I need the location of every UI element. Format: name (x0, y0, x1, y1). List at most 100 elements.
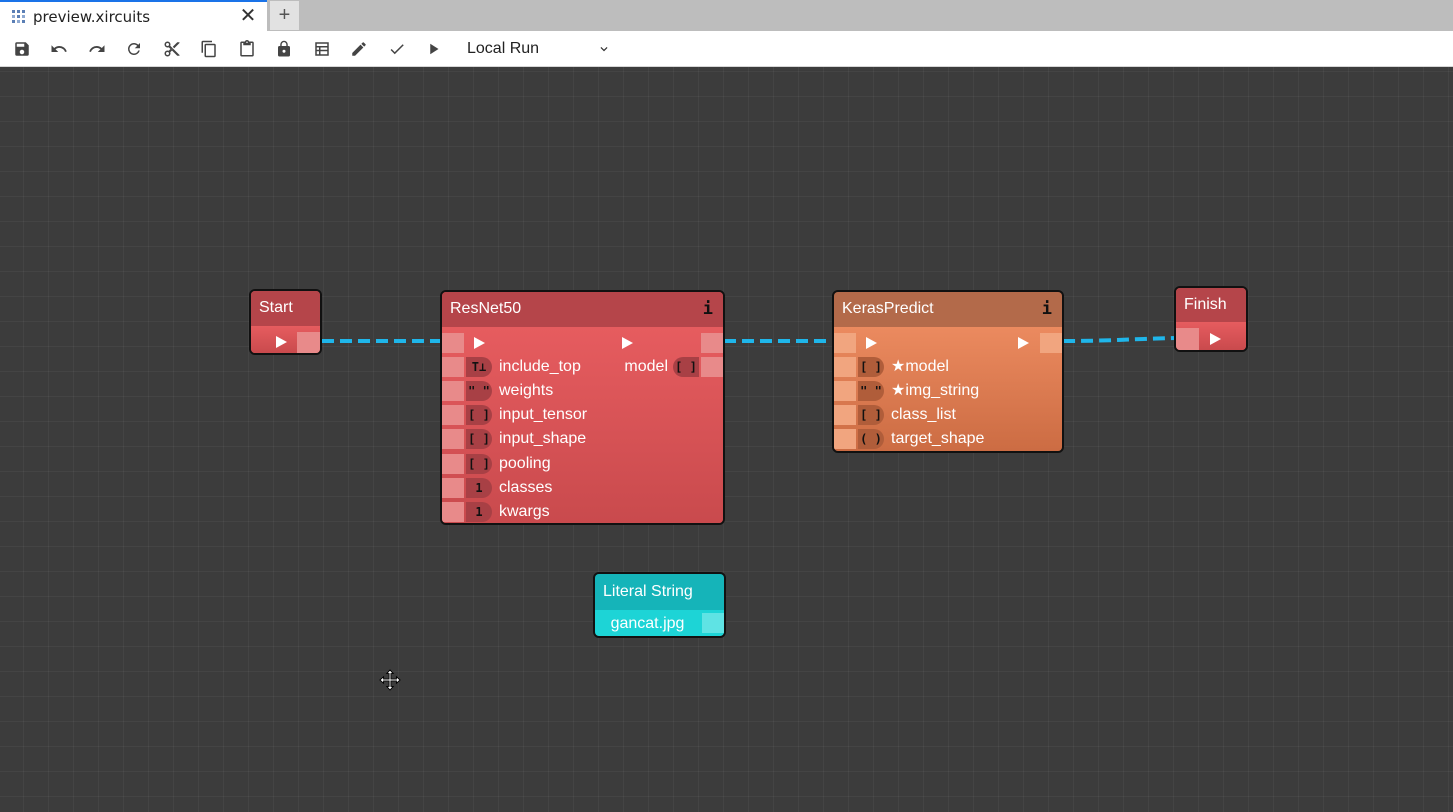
move-cursor-icon (379, 669, 401, 691)
literal-out-port[interactable] (702, 613, 724, 633)
list-type-icon: [ ] (673, 357, 699, 377)
finish-in-port[interactable] (1176, 328, 1199, 350)
start-out-port[interactable] (297, 332, 320, 353)
literal-string-node[interactable]: Literal String gancat.jpg (593, 572, 726, 638)
list-type-icon: [ ] (858, 405, 884, 425)
info-icon[interactable]: i (1041, 299, 1052, 319)
in-port[interactable] (442, 502, 464, 522)
model-out-port[interactable] (701, 357, 723, 377)
tuple-type-icon: ( ) (858, 429, 884, 449)
number-type-icon: 1 (466, 502, 492, 522)
in-port[interactable] (442, 454, 464, 474)
in-port[interactable] (442, 405, 464, 425)
port-label: ★model (891, 358, 949, 375)
out-flow-port[interactable] (1040, 333, 1062, 353)
copy-button[interactable] (198, 39, 220, 59)
in-port[interactable] (834, 405, 856, 425)
copy-icon (201, 40, 216, 58)
boolean-type-icon: T⊥ (466, 357, 492, 377)
run-button[interactable] (423, 39, 445, 59)
play-icon (276, 336, 287, 348)
port-row: " " ★img_string (834, 379, 1062, 403)
play-icon (1018, 337, 1029, 349)
port-label: target_shape (891, 430, 985, 447)
add-tab-button[interactable]: + (270, 1, 299, 30)
tab-preview-xircuits[interactable]: preview.xircuits ✕ (0, 0, 267, 31)
workflow-canvas[interactable]: Start ResNet50 i T⊥ include_top model [ … (0, 67, 1453, 812)
cut-button[interactable] (161, 39, 183, 59)
save-icon (15, 42, 29, 56)
close-icon[interactable]: ✕ (239, 5, 257, 27)
keraspredict-node[interactable]: KerasPredict i [ ] ★model " " ★img_strin… (832, 290, 1064, 453)
check-icon (390, 44, 404, 55)
play-icon (430, 43, 439, 55)
start-node[interactable]: Start (249, 289, 322, 355)
port-label: pooling (499, 455, 551, 472)
flow-row (834, 331, 1062, 355)
in-port[interactable] (834, 357, 856, 377)
cut-icon (164, 41, 180, 57)
port-label: weights (499, 382, 554, 399)
port-label: kwargs (499, 503, 550, 520)
in-port[interactable] (442, 429, 464, 449)
port-row: T⊥ include_top model [ ] (442, 355, 723, 379)
undo-button[interactable] (48, 39, 70, 59)
links-layer (322, 336, 1177, 343)
node-title: Start (251, 291, 320, 326)
paste-button[interactable] (236, 39, 258, 59)
in-port[interactable] (442, 381, 464, 401)
port-row: [ ] pooling (442, 452, 723, 476)
output-label: model (624, 358, 668, 375)
toolbar: Local Run (0, 31, 1453, 67)
node-title: Literal String (595, 574, 724, 610)
out-flow-port[interactable] (701, 333, 723, 353)
info-icon[interactable]: i (702, 299, 713, 319)
port-row: [ ] input_shape (442, 427, 723, 451)
finish-node[interactable]: Finish (1174, 286, 1248, 352)
log-button[interactable] (311, 39, 333, 59)
port-row: [ ] input_tensor (442, 403, 723, 427)
play-icon (474, 337, 485, 349)
port-row: [ ] class_list (834, 403, 1062, 427)
edit-button[interactable] (348, 39, 370, 59)
in-port[interactable] (834, 381, 856, 401)
port-label: ★img_string (891, 382, 980, 399)
undo-icon (51, 45, 67, 52)
reload-button[interactable] (123, 39, 145, 59)
play-icon (622, 337, 633, 349)
in-port[interactable] (834, 429, 856, 449)
redo-button[interactable] (86, 39, 108, 59)
redo-icon (89, 45, 105, 52)
string-type-icon: " " (466, 381, 492, 401)
tab-bar: preview.xircuits ✕ + (0, 0, 1453, 31)
save-button[interactable] (11, 39, 33, 59)
port-label: input_shape (499, 430, 587, 447)
list-type-icon: [ ] (466, 405, 492, 425)
in-flow-port[interactable] (834, 333, 856, 353)
port-label: input_tensor (499, 406, 588, 423)
run-mode-select[interactable]: Local Run (460, 37, 615, 61)
in-flow-port[interactable] (442, 333, 464, 353)
reload-icon (127, 42, 140, 55)
compile-button[interactable] (386, 39, 408, 59)
tab-title: preview.xircuits (33, 8, 151, 26)
literal-value: gancat.jpg (610, 615, 685, 632)
paste-icon (240, 40, 254, 57)
chevron-down-icon (600, 47, 608, 52)
in-port[interactable] (442, 357, 464, 377)
port-label: classes (499, 479, 553, 496)
number-type-icon: 1 (466, 478, 492, 498)
edit-icon (352, 42, 366, 56)
table-icon (315, 42, 329, 56)
in-port[interactable] (442, 478, 464, 498)
port-row: 1 kwargs (442, 500, 723, 523)
node-title: KerasPredict (834, 292, 1062, 327)
resnet50-node[interactable]: ResNet50 i T⊥ include_top model [ ] " " … (440, 290, 725, 525)
port-row: [ ] ★model (834, 355, 1062, 379)
lock-button[interactable] (273, 39, 295, 59)
xircuits-file-icon (12, 10, 25, 23)
list-type-icon: [ ] (466, 454, 492, 474)
port-row: ( ) target_shape (834, 427, 1062, 451)
run-mode-value: Local Run (467, 40, 540, 57)
node-title: ResNet50 (442, 292, 723, 327)
